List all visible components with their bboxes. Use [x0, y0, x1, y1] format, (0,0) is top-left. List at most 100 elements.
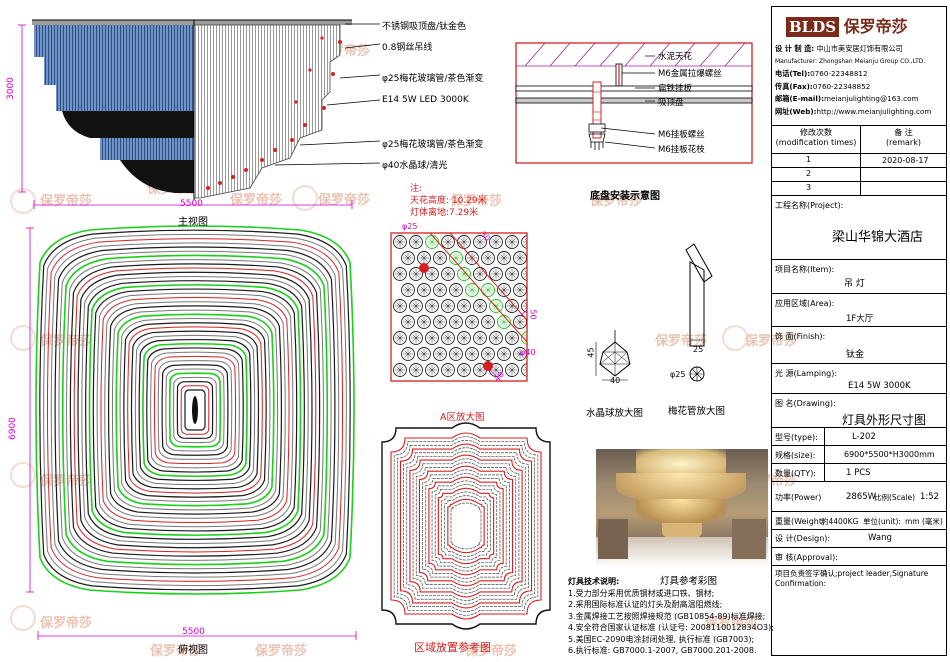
mount-callout-3: 扁铁挂板	[658, 84, 693, 94]
detail-a-drawing	[390, 232, 528, 383]
watermark-seal-icon	[10, 462, 36, 488]
tel-label: 电话(Tel):	[775, 69, 811, 79]
qty-label: 数量(QTY):	[775, 469, 817, 478]
specs-title: 灯具技术说明:	[568, 577, 620, 586]
front-view-drawing	[18, 19, 380, 209]
watermark-text: 保罗帝莎	[230, 193, 283, 208]
title-block: BLDS 保罗帝莎 设 计 制 造: 中山市美安居灯饰有限公司 Manufact…	[771, 6, 947, 656]
fax-label: 传真(Fax):	[775, 81, 813, 91]
revision-row: 1 2020-08-17	[772, 153, 946, 167]
project-label: 工程名称(Project):	[775, 201, 844, 210]
qty-value: 1 PCS	[846, 468, 871, 478]
detail-a-dim-40: φ40	[520, 348, 536, 357]
detail-a-title: A区放大图	[440, 412, 485, 423]
unit-label: 单位(unit):	[863, 517, 901, 526]
area-value: 1F大厅	[846, 314, 874, 324]
logo-mark: BLDS	[786, 17, 840, 37]
revision-row: 2	[772, 167, 946, 181]
note-ceiling-height: 天花高度: 10.29米	[410, 196, 487, 206]
front-width-dim: 5500	[180, 199, 203, 209]
top-view-drawing	[26, 225, 357, 640]
revision-remark-label-en: (remark)	[886, 138, 921, 147]
company-info: 设 计 制 造: 中山市美安居灯饰有限公司 Manufacturer: Zhon…	[775, 43, 931, 119]
spec-line: 1.受力部分采用优质钢材或进口铁、钢材;	[568, 588, 715, 598]
lamping-row: 光 源(Lamping): E14 5W 3000K	[772, 363, 946, 393]
power-row: 功率(Power) 2865W 比例(Scale) 1:52	[772, 481, 946, 511]
design-value: Wang	[868, 533, 892, 543]
design-label: 设 计(Design):	[775, 534, 831, 543]
spec-line: 4.安全符合国家认证标准 (认证号: 2008110012834O3);	[568, 623, 774, 632]
reference-photo-title: 灯具参考彩图	[660, 576, 718, 587]
maker-row: 设 计 制 造: 中山市美安居灯饰有限公司	[775, 43, 931, 56]
tube-diameter-dim: φ25	[670, 370, 686, 379]
top-height-dim: 6900	[8, 417, 18, 440]
note-floor-clearance: 灯体离地:7.29米	[410, 208, 479, 218]
tube-drawing	[685, 243, 713, 382]
mount-callout-4: 吸顶盘	[658, 98, 684, 108]
revision-remark-label: 备 注	[894, 128, 913, 137]
type-label: 型号(type):	[775, 433, 818, 442]
size-row: 规格(size): 6900*5500*H3000mm	[772, 445, 946, 463]
revision-header-count: 修改次数 (modification times)	[772, 128, 860, 148]
email-row: 邮箱(E-mail):meianjulighting@163.com	[775, 93, 931, 106]
front-height-dim: 3000	[6, 77, 16, 100]
tube-title: 梅花管放大图	[668, 406, 726, 417]
mount-diagram	[515, 42, 753, 164]
tube-width-dim: 25	[693, 345, 704, 354]
front-callout-4: E14 5W LED 3000K	[382, 95, 469, 105]
revision-number: 2	[806, 169, 812, 178]
watermark-text: 保罗帝莎	[318, 193, 371, 208]
crystal-ball-drawing	[595, 330, 631, 381]
detail-a-dim-25: φ25	[402, 222, 418, 231]
drawing-value: 灯具外形尺寸图	[842, 413, 927, 427]
watermark-seal-icon	[10, 325, 36, 351]
watermark-text: 保罗帝莎	[40, 616, 93, 631]
revision-header: 修改次数 (modification times) 备 注 (remark)	[772, 125, 946, 196]
lamping-value: E14 5W 3000K	[848, 381, 911, 391]
approval-label: 审 核(Approval):	[775, 553, 838, 562]
detail-a-dim-50: 50	[528, 309, 538, 320]
area-row: 应用区域(Area): 1F大厅	[772, 293, 946, 326]
web-label: 网址(Web):	[775, 106, 817, 116]
item-label: 项目名称(Item):	[775, 265, 835, 274]
power-label: 功率(Power)	[775, 493, 822, 502]
front-callout-5: φ25梅花玻璃管/茶色渐变	[382, 140, 484, 150]
top-view-title: 俯视图	[178, 645, 208, 656]
size-label: 规格(size):	[775, 451, 816, 460]
top-width-dim: 5500	[182, 627, 205, 637]
web-row: 网址(Web):http://www.meianjulighting.com	[775, 106, 931, 119]
weight-row: 重量(Weight) 约4400KG 单位(unit): mm (毫米)	[772, 511, 946, 529]
maker-label: 设 计 制 造:	[775, 44, 815, 53]
front-callout-3: φ25梅花玻璃管/茶色渐变	[382, 74, 484, 84]
unit-value: mm (毫米)	[905, 517, 943, 526]
weight-label: 重量(Weight)	[775, 517, 826, 526]
web-value: http://www.meianjulighting.com	[816, 106, 932, 116]
revision-remark: 2020-08-17	[882, 156, 929, 165]
spec-line: 2.采用国际标准认证的灯头及耐高温阻燃线;	[568, 600, 723, 609]
area-label: 应用区域(Area):	[775, 299, 835, 308]
item-value: 吊 灯	[844, 279, 865, 289]
tel-row: 电话(Tel):0760-22348812	[775, 68, 931, 81]
specs-block: 灯具技术说明: 1.受力部分采用优质钢材或进口铁、钢材; 2.采用国际标准认证的…	[568, 576, 774, 657]
weight-value: 约4400KG	[821, 517, 859, 526]
watermark-text: 保罗帝莎	[150, 644, 203, 659]
scale-label: 比例(Scale)	[874, 493, 916, 502]
size-value: 6900*5500*H3000mm	[844, 450, 935, 459]
approval-row: 审 核(Approval):	[772, 547, 946, 565]
revision-count-label-en: (modification times)	[775, 138, 857, 147]
item-row: 项目名称(Item): 吊 灯	[772, 259, 946, 293]
watermark-text: 保罗帝莎	[655, 334, 708, 349]
tel-value: 0760-22348812	[810, 69, 868, 79]
watermark-text: 保罗帝莎	[465, 644, 518, 659]
finish-value: 钛金	[846, 350, 865, 360]
revision-row: 3	[772, 181, 946, 195]
project-value: 梁山华锦大酒店	[832, 230, 924, 245]
mount-diagram-title: 底盘安装示意图	[590, 191, 660, 202]
finish-label: 饰 面(Finish):	[775, 332, 826, 341]
email-label: 邮箱(E-mail):	[775, 94, 824, 104]
project-row: 工程名称(Project): 梁山华锦大酒店	[772, 195, 946, 259]
spec-line: 5.美国EC-2090电涂封闭处理, 执行标准 (GB7003);	[568, 634, 755, 644]
lamping-label: 光 源(Lamping):	[775, 369, 838, 378]
front-view-title: 主视图	[178, 217, 208, 228]
crystal-ball-title: 水晶球放大图	[586, 408, 644, 419]
